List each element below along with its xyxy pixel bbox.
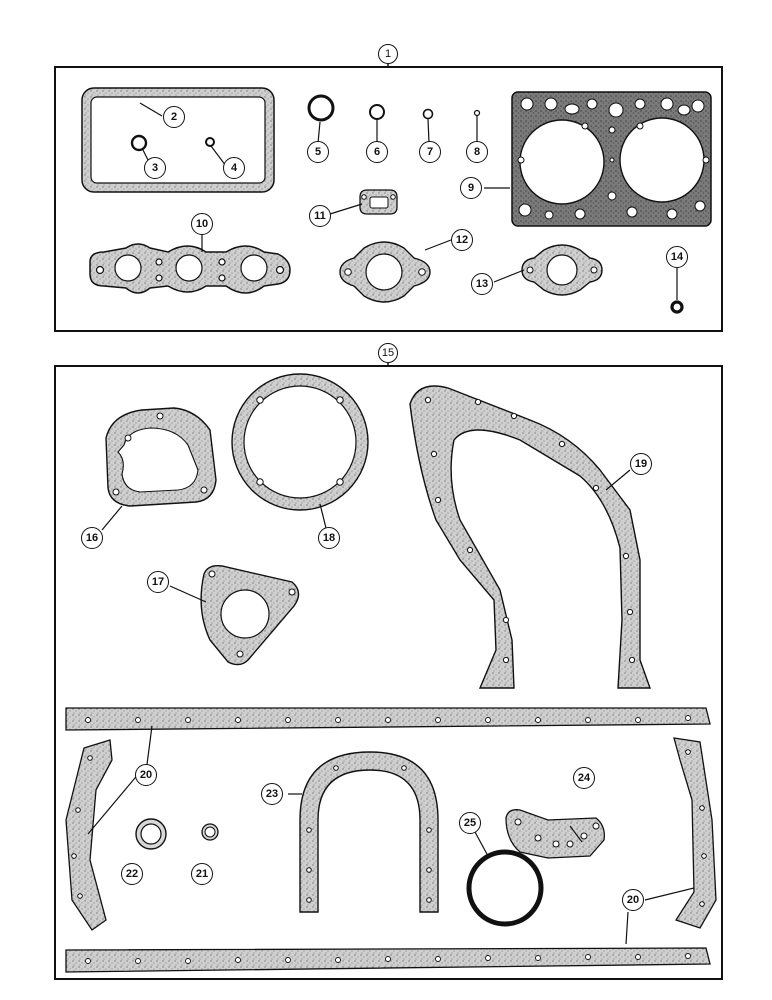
callout-part-12: 12 [451,229,473,251]
callout-part-7: 7 [419,141,441,163]
callout-part-10: 10 [191,213,213,235]
callout-group-1: 1 [378,44,398,64]
callout-part-24: 24 [573,767,595,789]
part-10-manifold-gasket [89,243,291,294]
callout-group-15: 15 [378,343,398,363]
part-19-timing-cover-gasket [409,385,651,689]
part-25-rear-seal-ring [466,849,544,927]
callout-part-19: 19 [630,453,652,475]
callout-part-22: 22 [121,863,143,885]
part-12-flange-gasket [339,241,431,303]
callout-part-20-top: 20 [135,764,157,786]
part-16-cover-gasket [105,407,217,507]
callout-part-9: 9 [460,177,482,199]
part-8-seal-ring [473,109,481,117]
part-3-o-ring [130,134,148,152]
part-14-seal-ring [670,300,684,314]
part-24-bracket-gasket [505,809,605,859]
part-20-oil-pan-gasket-top [65,707,711,731]
callout-part-17: 17 [147,571,169,593]
callout-part-21: 21 [191,863,213,885]
part-20-oil-pan-gasket-bottom [65,947,711,973]
callout-part-8: 8 [466,141,488,163]
callout-part-6: 6 [366,141,388,163]
part-20-end-gasket-right [673,737,717,929]
callout-part-14: 14 [666,246,688,268]
callout-part-11: 11 [309,205,331,227]
callout-part-20-bottom: 20 [622,889,644,911]
part-13-flange-gasket [521,244,603,296]
part-11-small-gasket [359,189,398,215]
part-23-rear-seal-gasket [299,751,439,913]
part-20-end-gasket-left [65,739,113,931]
part-6-seal-ring [369,104,385,120]
part-5-seal-ring [307,94,335,122]
part-22-seal-ring [135,818,167,850]
part-2-rocker-cover-gasket [81,87,275,193]
callout-part-13: 13 [471,273,493,295]
part-21-seal-ring [201,823,219,841]
callout-part-18: 18 [318,527,340,549]
part-18-ring-gasket [231,373,369,511]
callout-part-23: 23 [261,783,283,805]
callout-part-3: 3 [144,157,166,179]
part-7-seal-ring [422,108,434,120]
callout-part-2: 2 [163,106,185,128]
callout-part-16: 16 [81,527,103,549]
part-4-o-ring [205,137,215,147]
callout-part-4: 4 [223,157,245,179]
callout-part-5: 5 [307,141,329,163]
part-9-cylinder-head-gasket [511,91,712,227]
callout-part-25: 25 [459,812,481,834]
part-17-flange-gasket [200,564,300,666]
